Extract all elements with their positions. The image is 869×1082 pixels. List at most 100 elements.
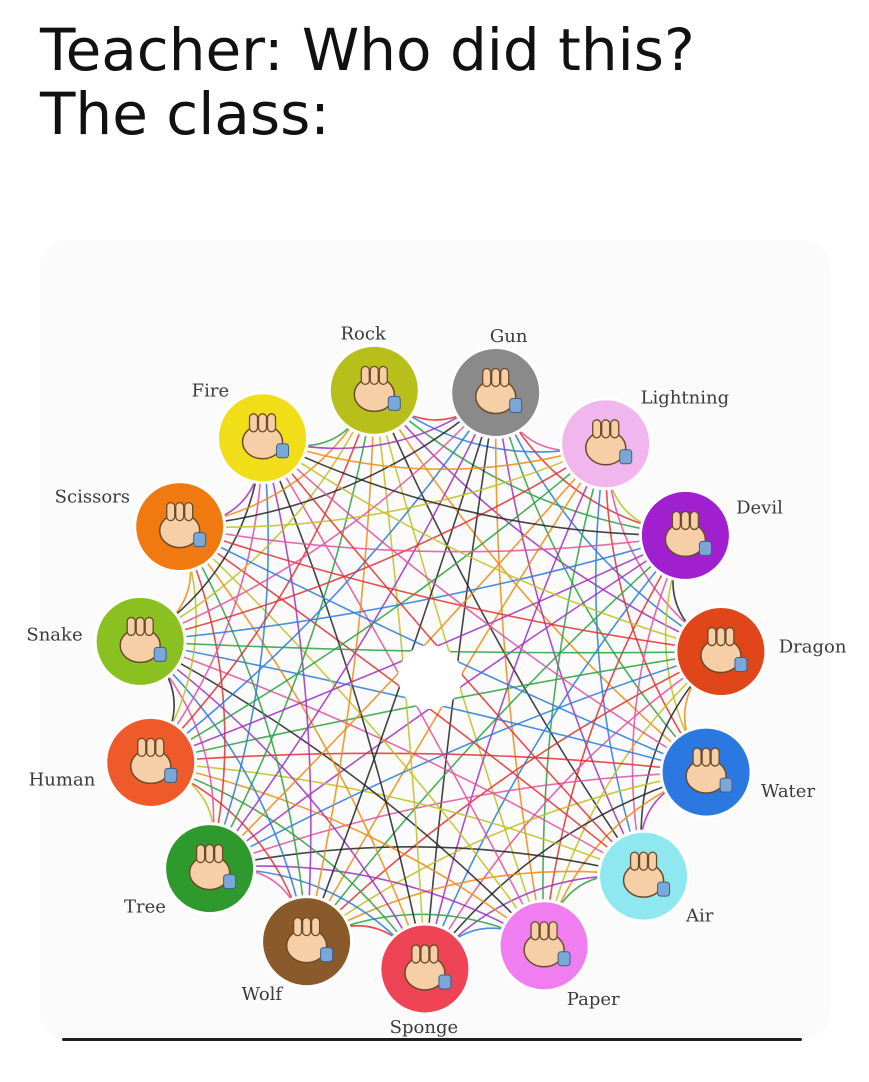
connection-line [424, 534, 687, 970]
connection-line [261, 437, 312, 942]
connection-line [424, 443, 607, 970]
node-label: Tree [124, 897, 166, 918]
connection-line [139, 640, 545, 947]
connection-line [179, 443, 607, 529]
gesture-node [104, 715, 198, 809]
connection-line [209, 865, 545, 947]
meme-caption: Teacher: Who did this? The class: [40, 18, 840, 146]
node-label: Sponge [390, 1017, 458, 1038]
connection-line [139, 390, 376, 643]
node-label: Devil [736, 497, 783, 518]
gesture-node [674, 605, 768, 699]
hand-icon [584, 419, 633, 466]
gesture-node [659, 725, 753, 819]
connection-line [494, 392, 545, 946]
hand-icon [119, 616, 167, 664]
connection-line [179, 525, 686, 553]
connection-line [208, 392, 497, 870]
connection-line [305, 390, 376, 942]
connection-line [139, 640, 308, 942]
hand-icon [130, 737, 178, 785]
hand-icon [622, 851, 671, 898]
node-label: Rock [341, 323, 387, 344]
hand-icon [523, 921, 571, 968]
connection-line [262, 437, 606, 471]
node-label: Human [29, 769, 96, 790]
caption-line-1: Teacher: Who did this? [40, 16, 695, 84]
node-label: Gun [490, 326, 528, 347]
hand-icon [404, 944, 452, 991]
gesture-node [133, 480, 227, 574]
connection-line [424, 771, 707, 970]
gesture-node [216, 391, 310, 485]
connection-line [305, 534, 686, 943]
hand-icon [241, 413, 290, 460]
center-hole [398, 645, 462, 709]
connection-line [150, 761, 644, 877]
connection-line [494, 392, 722, 653]
node-label: Dragon [779, 637, 847, 658]
connection-line [209, 650, 722, 870]
connection-line [604, 443, 707, 773]
connection-line [631, 535, 687, 877]
gesture-node [327, 343, 421, 437]
gesture-node [497, 899, 591, 993]
node-label: Air [685, 906, 714, 927]
gesture-node [597, 829, 691, 923]
hand-icon [474, 367, 523, 415]
connection-line [150, 443, 607, 764]
connection-line [261, 437, 426, 970]
connection-line [178, 526, 226, 869]
caption-line-2: The class: [40, 80, 330, 148]
connection-line [140, 443, 607, 643]
node-label: Water [761, 781, 816, 802]
hand-icon [285, 916, 334, 964]
connection-line [262, 437, 686, 537]
connection-line [262, 437, 722, 653]
node-label: Scissors [55, 487, 130, 508]
hand-icon [353, 365, 401, 413]
hand-icon [188, 843, 237, 891]
connection-line [306, 650, 722, 943]
gesture-node [559, 397, 653, 491]
connection-line [150, 752, 707, 773]
connection-line [209, 771, 707, 870]
connection-line [306, 870, 644, 943]
connection-line [150, 392, 497, 764]
connection-line [373, 389, 686, 537]
hand-icon [158, 501, 207, 549]
gesture-node [449, 345, 543, 439]
connection-line [150, 761, 426, 970]
hand-icon [664, 510, 712, 558]
connection-line [543, 650, 722, 946]
gesture-node [378, 922, 472, 1016]
hand-icon [700, 626, 748, 674]
connection-line [179, 526, 426, 970]
connection-line [208, 390, 376, 869]
node-label: Snake [26, 624, 82, 645]
connection-line [179, 391, 497, 528]
hand-icon [685, 747, 733, 794]
connection-line [494, 392, 645, 877]
gesture-node [163, 822, 257, 916]
connection-line [150, 437, 264, 763]
node-label: Fire [192, 380, 230, 401]
bottom-border [62, 1038, 802, 1041]
connection-line [140, 534, 686, 643]
connection-line [139, 640, 645, 877]
connection-line [542, 443, 607, 946]
gesture-node [638, 488, 732, 582]
node-label: Paper [567, 989, 620, 1010]
connection-line [261, 437, 707, 773]
connection-line [373, 390, 645, 877]
node-label: Lightning [641, 388, 730, 409]
node-label: Wolf [242, 984, 284, 1005]
connection-line [373, 389, 707, 773]
connection-line [179, 525, 722, 653]
gesture-node [93, 594, 187, 688]
connection-line [179, 526, 545, 947]
gesture-nodes: Rock GunLightningDevilDragonWaterAirPaper… [26, 323, 846, 1038]
gesture-node [260, 895, 354, 989]
connection-line [139, 391, 497, 643]
